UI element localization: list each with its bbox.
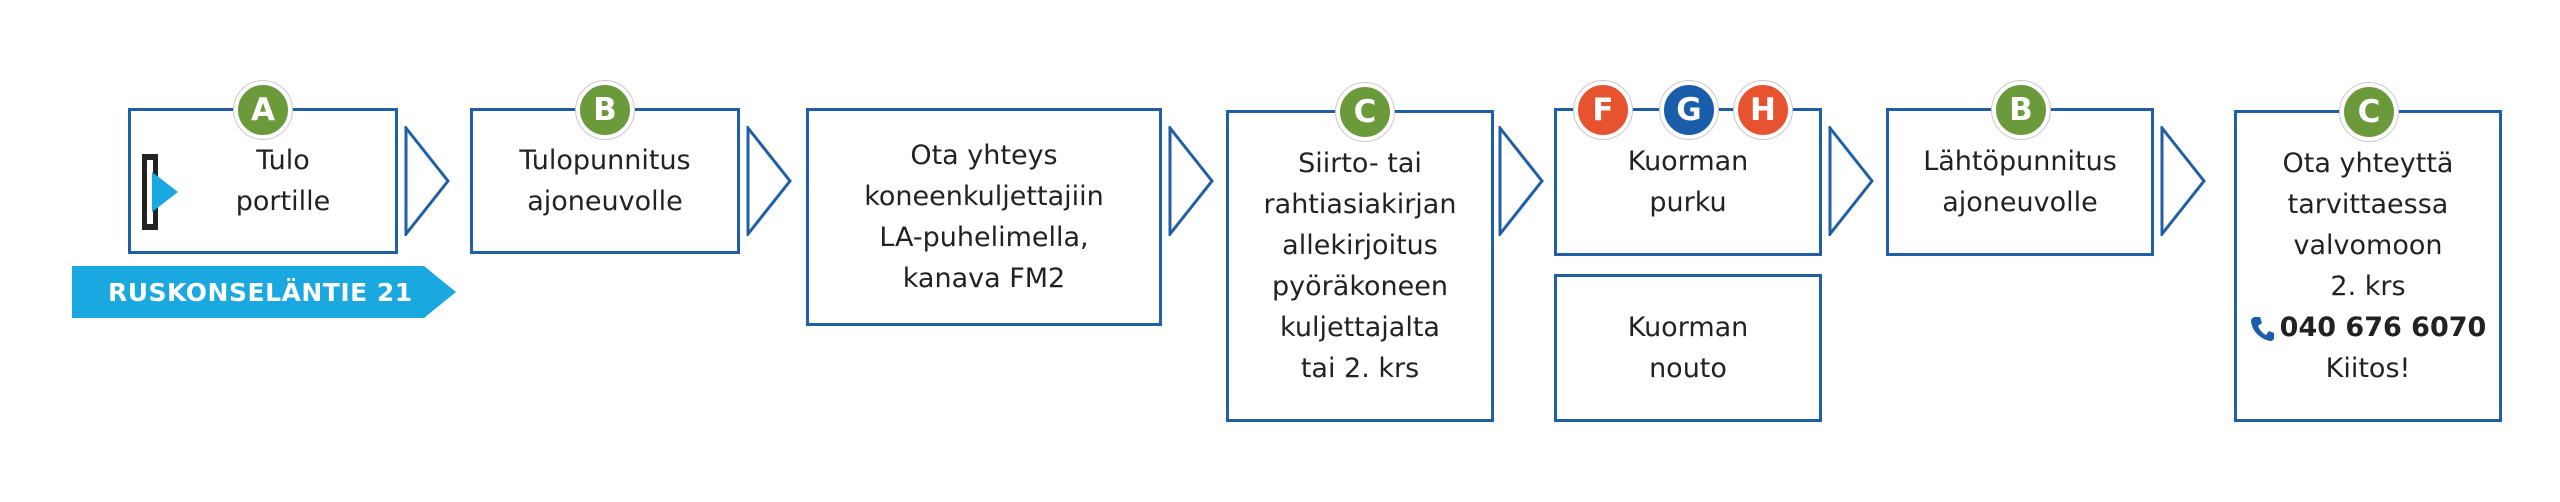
step-document-signing-box: Siirto- tai rahtiasiakirjan allekirjoitu…	[1226, 110, 1494, 422]
step-arrival-text: Tulo portille	[235, 145, 331, 217]
badge-f: F	[1574, 81, 1632, 139]
step-contact-operator-box: Ota yhteys koneenkuljettajiin LA-puhelim…	[806, 108, 1162, 326]
step-arrival-weighing-box: Tulopunnitus ajoneuvolle	[470, 108, 740, 254]
step-departure-weighing-text: Lähtöpunnitus ajoneuvolle	[1923, 146, 2117, 218]
gate-entry-icon	[142, 154, 178, 230]
thanks-text: Kiitos!	[2325, 353, 2411, 384]
badge-b-departure: B	[1992, 81, 2050, 139]
flow-arrow-1	[404, 126, 450, 236]
step-pickup-text: Kuorman nouto	[1627, 312, 1749, 384]
badge-h: H	[1734, 81, 1792, 139]
step-contact-operator-text: Ota yhteys koneenkuljettajiin LA-puhelim…	[864, 140, 1104, 294]
flow-arrow-6	[2160, 126, 2206, 236]
badge-b: B	[576, 81, 634, 139]
flow-arrow-4	[1498, 126, 1544, 236]
street-banner: RUSKONSELÄNTIE 21	[72, 266, 456, 318]
step-arrival-box: Tulo portille	[128, 108, 398, 254]
step-arrival-weighing-text: Tulopunnitus ajoneuvolle	[519, 145, 691, 217]
flow-arrow-2	[746, 126, 792, 236]
badge-g: G	[1660, 81, 1718, 139]
step-contact-control-room-box: Ota yhteyttä tarvittaessa valvomoon 2. k…	[2234, 110, 2502, 422]
step-unloading-text: Kuorman purku	[1627, 146, 1749, 218]
flow-arrow-3	[1168, 126, 1214, 236]
step-pickup-box: Kuorman nouto	[1554, 274, 1822, 422]
badge-c-control-room: C	[2340, 83, 2398, 141]
step-document-signing-text: Siirto- tai rahtiasiakirjan allekirjoitu…	[1263, 148, 1457, 384]
phone-line: 040 676 6070	[2250, 307, 2487, 348]
flow-arrow-5	[1828, 126, 1874, 236]
badge-c: C	[1336, 83, 1394, 141]
phone-number[interactable]: 040 676 6070	[2279, 312, 2487, 343]
step-contact-control-room-text: Ota yhteyttä tarvittaessa valvomoon 2. k…	[2282, 148, 2454, 302]
street-label: RUSKONSELÄNTIE 21	[108, 277, 413, 307]
street-banner-shape	[72, 266, 456, 318]
badge-a: A	[234, 81, 292, 139]
phone-icon	[2250, 316, 2274, 341]
